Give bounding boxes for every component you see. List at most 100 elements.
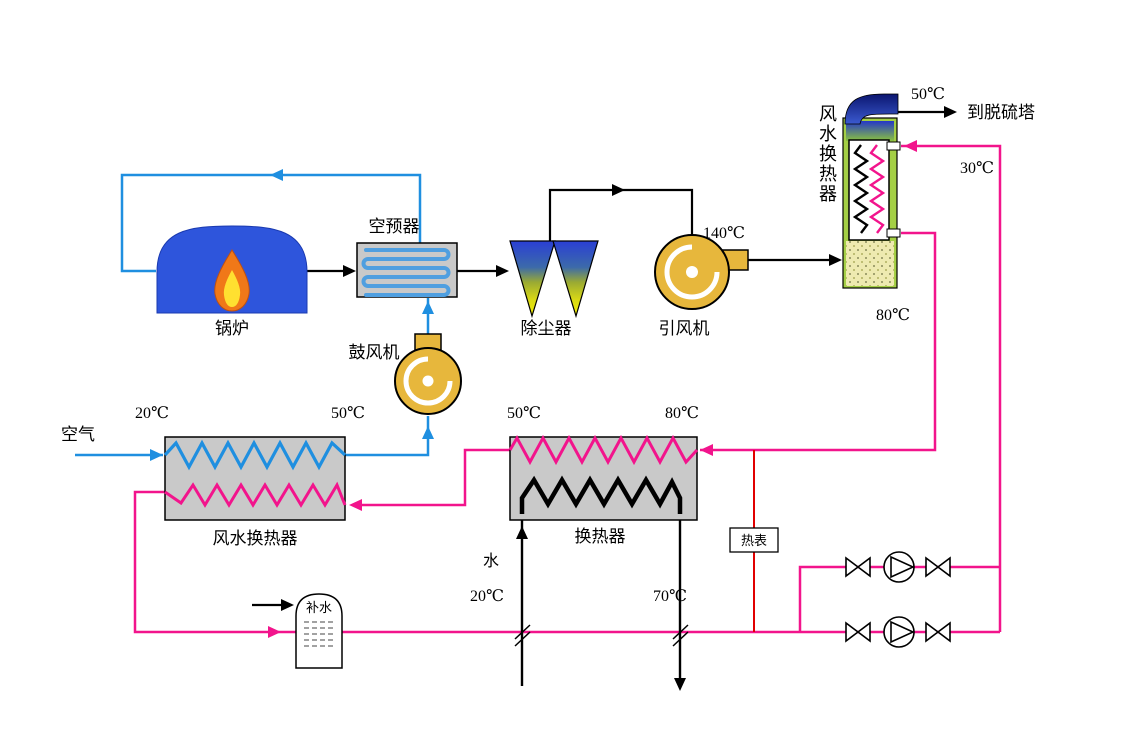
blower-spiral-icon — [403, 356, 453, 406]
left-hx-air-coil — [163, 439, 347, 471]
tank-body — [295, 593, 343, 669]
temp-return-water: 30℃ — [960, 160, 994, 177]
valve-icon — [856, 621, 871, 643]
water-out-arrow — [674, 678, 686, 691]
preheater-coil — [361, 248, 451, 297]
id-fan-spiral-icon — [664, 244, 720, 300]
flue-arrow-4 — [829, 254, 842, 266]
break-mark — [672, 624, 689, 640]
pump-impeller-icon — [890, 555, 915, 579]
induced-draft-fan: 引风机 140℃ — [654, 225, 749, 338]
air-in-arrow — [150, 449, 163, 461]
blower: 鼓风机 — [349, 333, 462, 415]
boiler-label: 锅炉 — [215, 319, 249, 338]
valve-icon — [925, 556, 940, 578]
unit-bottom-speckle — [846, 241, 894, 286]
hot-water-arrows — [268, 140, 917, 638]
right-air-water-hx: 风水换热器 50℃ 到脱硫塔 30℃ 80℃ — [817, 86, 1035, 324]
hx-water-coil — [519, 475, 683, 514]
return-water-line — [901, 144, 1002, 632]
left-hx-label: 风水换热器 — [213, 529, 298, 548]
break-mark — [514, 624, 531, 640]
valve-icon — [936, 621, 951, 643]
break-mark — [514, 631, 531, 647]
blower-label: 鼓风机 — [349, 343, 400, 362]
temp-fan-outlet: 140℃ — [703, 225, 745, 242]
tank-level-marks — [304, 621, 334, 647]
id-fan-hub-icon — [686, 266, 698, 278]
blower-out-arrow — [422, 301, 434, 314]
valve-icon — [856, 556, 871, 578]
hx-to-hx-line — [352, 448, 510, 507]
valve-icon — [925, 621, 940, 643]
unit-bottom-nozzle — [886, 228, 901, 238]
break-mark — [672, 631, 689, 647]
left-hx-body — [164, 436, 346, 521]
dust-collector: 除尘器 — [509, 240, 599, 338]
heat-meter: 热表 — [729, 527, 779, 553]
heat-meter-box — [729, 527, 779, 553]
temp-hw-out: 50℃ — [507, 405, 541, 422]
dust-funnel-1 — [509, 240, 556, 319]
air-preheater: 空预器 — [356, 217, 458, 298]
unit-outlet-elbow — [844, 93, 899, 125]
bottom-return-line — [133, 490, 1000, 634]
temp-hw-in: 80℃ — [665, 405, 699, 422]
return-into-unit-arrow — [904, 140, 917, 152]
temp-air-in: 20℃ — [135, 405, 169, 422]
bottom-flow-arrow — [268, 626, 281, 638]
heat-exchanger: 换热器 50℃ 80℃ 水 20℃ 70℃ — [470, 405, 699, 605]
black-arrows — [281, 106, 957, 691]
pump-branch-1 — [845, 551, 951, 583]
left-hx-water-coil — [164, 481, 347, 508]
dust-funnel-2 — [552, 240, 599, 319]
pump-impeller-icon — [890, 620, 915, 644]
line-break-marks — [514, 624, 689, 647]
makeup-arrow — [281, 599, 294, 611]
air-loop-arrow — [270, 169, 283, 181]
to-desulfurization-label: 到脱硫塔 — [967, 103, 1035, 122]
heat-exchanger-label: 换热器 — [575, 527, 626, 546]
flue-arrow-1 — [343, 265, 356, 277]
blower-hub-icon — [422, 375, 434, 387]
unit-top-nozzle — [886, 141, 901, 151]
heat-meter-label: 热表 — [741, 533, 767, 548]
dust-collector-label: 除尘器 — [521, 319, 572, 338]
boiler: 锅炉 — [156, 225, 308, 338]
temp-supply-water: 80℃ — [876, 307, 910, 324]
blower-in-arrow — [422, 426, 434, 439]
water-in-arrow — [516, 526, 528, 539]
air-lines — [75, 173, 430, 457]
into-left-hx-arrow — [349, 499, 362, 511]
right-hx-label: 风水换热器 — [817, 104, 837, 204]
supply-into-hx-arrow — [700, 444, 713, 456]
temp-cw-out: 70℃ — [653, 588, 687, 605]
flue-arrow-3 — [612, 184, 625, 196]
water-label: 水 — [483, 552, 499, 570]
makeup-water-tank: 补水 — [295, 593, 343, 669]
air-arrows — [150, 169, 434, 461]
makeup-water-label: 补水 — [306, 600, 332, 615]
valve-icon — [936, 556, 951, 578]
valve-icon — [845, 556, 860, 578]
pump-assemblies — [845, 551, 951, 648]
left-air-water-hx: 风水换热器 20℃ 50℃ — [135, 405, 365, 548]
unit-black-coil — [852, 144, 870, 234]
air-preheater-label: 空预器 — [369, 217, 420, 236]
unit-pink-coil — [868, 144, 886, 234]
temp-air-out: 50℃ — [331, 405, 365, 422]
temp-cw-in: 20℃ — [470, 588, 504, 605]
stack-arrow — [944, 106, 957, 118]
flue-arrow-2 — [496, 265, 509, 277]
temp-stack-outlet: 50℃ — [911, 86, 945, 103]
supply-water-line — [700, 231, 937, 452]
unit-top-gas-zone — [846, 121, 894, 141]
id-fan-label: 引风机 — [659, 319, 710, 338]
air-inlet-label: 空气 — [61, 425, 95, 444]
flame-inner-icon — [223, 270, 241, 307]
pump-branch-2 — [845, 616, 951, 648]
preheated-air-loop-line — [120, 173, 422, 273]
